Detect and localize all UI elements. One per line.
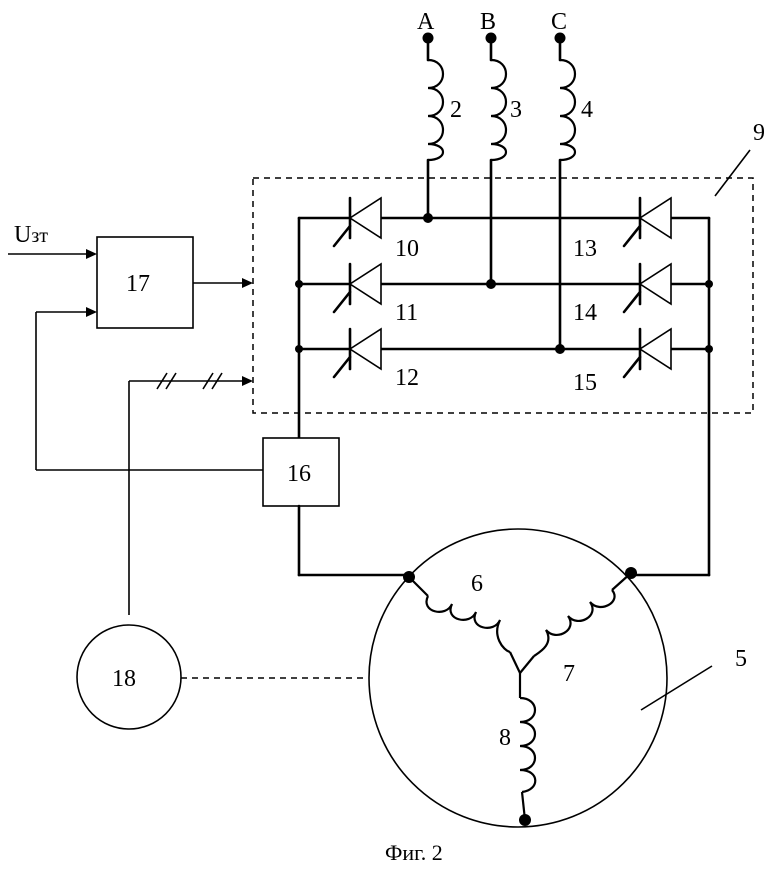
- motor-5-leader: [640, 665, 713, 711]
- control-block-17: [96, 236, 194, 329]
- reactor-2-label: 2: [450, 97, 462, 123]
- input-signal-label: Uзт: [14, 222, 48, 248]
- winding-7-label: 7: [563, 661, 575, 687]
- phase-supply-lines: [422, 32, 566, 62]
- reactor-4-label: 4: [581, 97, 593, 123]
- thyristor-10: [332, 196, 382, 248]
- sensor-block-16-label: 16: [287, 461, 311, 487]
- thyristor-14-label: 14: [573, 300, 597, 326]
- winding-6: [408, 576, 521, 674]
- thyristor-13-label: 13: [573, 236, 597, 262]
- thyristor-14: [622, 262, 672, 314]
- position-sensor-18: [76, 624, 182, 730]
- winding-8: [518, 673, 537, 821]
- winding-7: [519, 572, 632, 674]
- thyristor-12: [332, 327, 382, 379]
- reactor-3-coil: [490, 58, 508, 162]
- reactor-4-coil: [559, 58, 577, 162]
- thyristor-10-label: 10: [395, 236, 419, 262]
- thyristor-12-label: 12: [395, 365, 419, 391]
- winding-8-label: 8: [499, 725, 511, 751]
- figure-caption: Фиг. 2: [385, 840, 443, 865]
- converter-9-boundary: [252, 177, 754, 414]
- phase-a-label: A: [417, 9, 435, 35]
- position-sensor-18-label: 18: [112, 666, 136, 692]
- winding-6-label: 6: [471, 571, 483, 597]
- reactor-3-label: 3: [510, 97, 522, 123]
- thyristor-11-label: 11: [395, 300, 418, 326]
- phase-b-label: B: [480, 9, 496, 35]
- thyristor-11: [332, 262, 382, 314]
- bus-nodes: [295, 213, 713, 354]
- reactor-coils: [426, 58, 577, 351]
- sensor-block-16: [262, 437, 340, 507]
- thyristor-15-label: 15: [573, 370, 597, 396]
- motor-5-label: 5: [735, 646, 747, 672]
- thyristor-buses: [297, 216, 711, 577]
- thyristor-15: [622, 327, 672, 379]
- control-signal-lines: [8, 249, 263, 471]
- motor-5: [368, 528, 668, 828]
- control-block-17-label: 17: [126, 271, 150, 297]
- input-signal-sub: зт: [31, 225, 48, 247]
- converter-9-leader: [714, 149, 751, 197]
- sensor-bus-line: [128, 372, 253, 615]
- reactor-2-coil: [427, 58, 445, 162]
- input-signal-main: U: [14, 222, 31, 248]
- thyristor-13: [622, 196, 672, 248]
- phase-c-label: C: [551, 9, 567, 35]
- motor-feed-lines: [297, 504, 711, 577]
- converter-9-label: 9: [753, 120, 765, 146]
